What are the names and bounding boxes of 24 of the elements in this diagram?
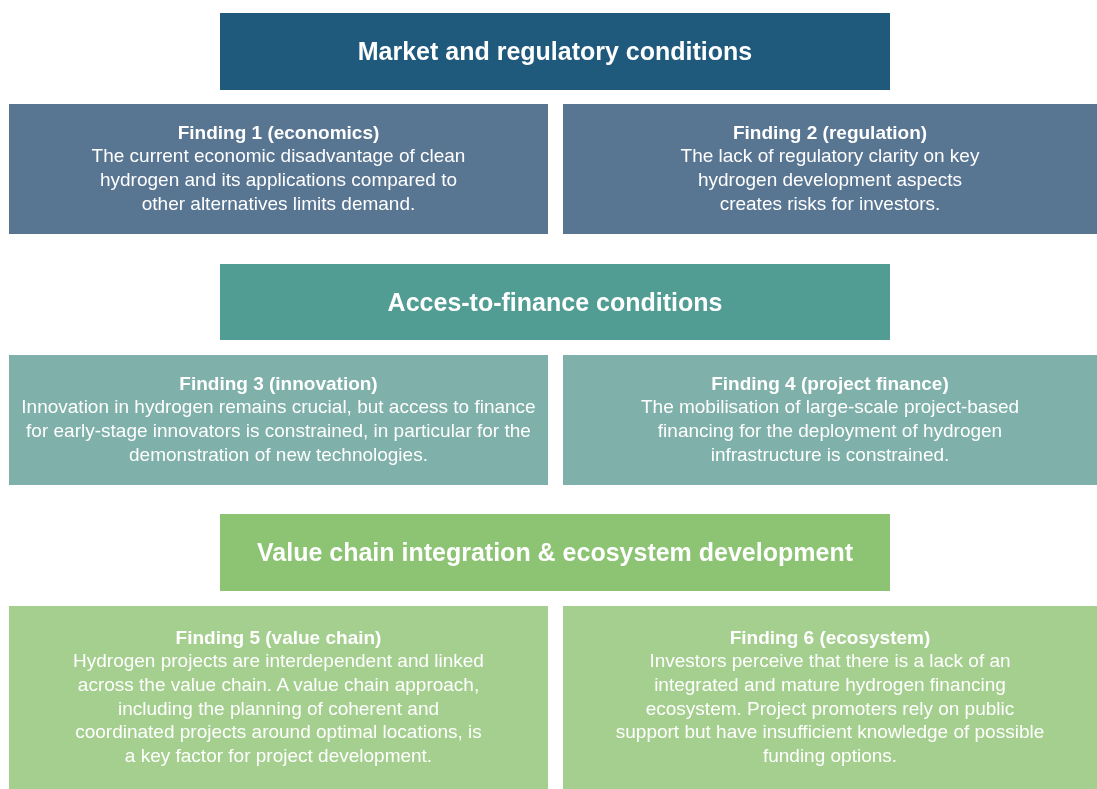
finding-heading: Finding 4 (project finance) — [711, 373, 949, 396]
section-header-band — [220, 264, 890, 340]
finding-card — [563, 355, 1097, 485]
finding-card — [563, 606, 1097, 789]
finding-heading: Finding 1 (economics) — [177, 122, 380, 145]
finding-description: Innovation in hydrogen remains crucial, but access to finance for early-stage innovators is constrained, in particular for the demonstration of new technologies. — [20, 395, 537, 467]
finding-heading: Finding 5 (value chain) — [175, 627, 382, 650]
finding-description: The mobilisation of large-scale project-based financing for the deployment of hydrogen infrastructure is constrained. — [639, 395, 1021, 467]
finding-card — [9, 355, 548, 485]
finding-heading: Finding 2 (regulation) — [732, 122, 928, 145]
finding-description: Investors perceive that there is a lack of an integrated and mature hydrogen financing ecosystem. Project promoters rely on public support but have insufficient knowledge of possible funding options. — [614, 649, 1046, 768]
finding-card — [563, 104, 1097, 234]
finding-card — [9, 606, 548, 789]
finding-description: The lack of regulatory clarity on key hydrogen development aspects creates risks for investors. — [679, 144, 981, 216]
section-header-band — [220, 13, 890, 90]
finding-card — [9, 104, 548, 234]
finding-heading: Finding 3 (innovation) — [179, 373, 378, 396]
section-heading: Acces-to-finance conditions — [387, 287, 723, 317]
finding-description: Hydrogen projects are interdependent and linked across the value chain. A value chain approach, including the planning of coherent and coordinated projects around optimal locations, is a key factor for project development. — [72, 649, 485, 768]
finding-heading: Finding 6 (ecosystem) — [729, 627, 931, 650]
section-heading: Value chain integration & ecosystem development — [257, 538, 853, 567]
finding-description: The current economic disadvantage of clean hydrogen and its applications compared to other alternatives limits demand. — [90, 144, 467, 216]
section-heading: Market and regulatory conditions — [357, 37, 753, 66]
section-header-band — [220, 514, 890, 591]
